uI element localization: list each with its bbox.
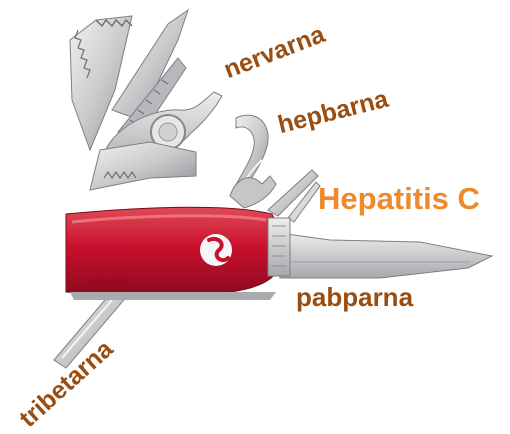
handle-liner [70, 292, 276, 300]
label-hepatitis-c: Hepatitis C [318, 181, 480, 217]
handle-logo-icon [200, 234, 232, 266]
red-handle: WENGER [66, 207, 278, 296]
handle-engraving: WENGER [88, 278, 129, 288]
handle-bolster [268, 218, 290, 276]
serrated-wrench [90, 142, 196, 190]
awl-tool [268, 170, 320, 222]
can-opener [230, 176, 276, 208]
main-blade [272, 232, 492, 278]
label-pabparna: pabparna [296, 282, 413, 313]
